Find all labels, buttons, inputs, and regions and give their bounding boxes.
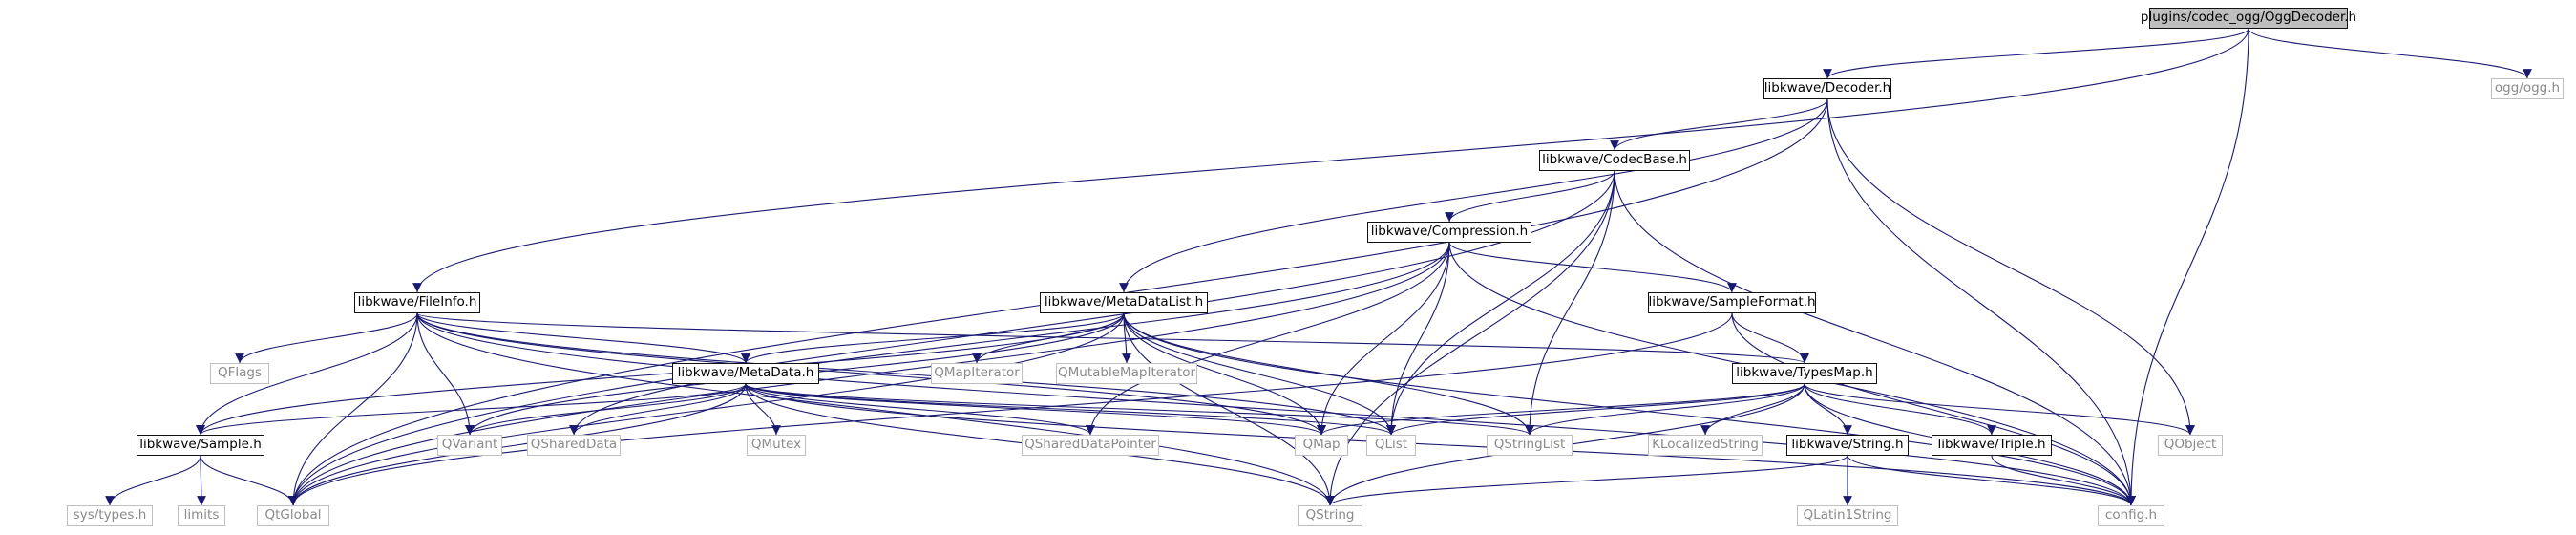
- node-qshareddata[interactable]: QSharedData: [527, 435, 621, 456]
- edge-typesmap-to-string: [1804, 383, 1852, 436]
- edge-compression-to-qshareddata: [569, 242, 1450, 436]
- node-limits[interactable]: limits: [178, 505, 225, 526]
- edge-metadatalist-to-config: [1123, 312, 2136, 506]
- edge-metadata-to-sample: [196, 383, 747, 436]
- edge-metadata-to-qmap: [745, 383, 1326, 436]
- edge-sampleformat-to-typesmap: [1731, 312, 1809, 364]
- edge-typesmap-to-qstringlist: [1525, 383, 1805, 436]
- edge-typesmap-to-klocalizedstring: [1700, 383, 1805, 436]
- edge-fileinfo-to-qmap: [416, 312, 1326, 436]
- edge-typesmap-to-qmap: [1317, 383, 1805, 436]
- node-typesmap-h[interactable]: libkwave/TypesMap.h: [1732, 363, 1877, 384]
- edge-decoder-to-config: [1826, 98, 2136, 506]
- edge-codecbase-to-qtglobal: [288, 170, 1615, 506]
- node-qmutablemapiterator[interactable]: QMutableMapIterator: [1056, 363, 1197, 384]
- edge-decoder-to-codecbase: [1610, 98, 1828, 151]
- edge-compression-to-qmap: [1317, 242, 1450, 436]
- node-config-h[interactable]: config.h: [2098, 505, 2164, 526]
- edge-sample-to-systypes: [105, 455, 201, 506]
- edge-metadata-to-qstringlist: [745, 383, 1534, 436]
- node-sampleformat-h[interactable]: libkwave/SampleFormat.h: [1648, 292, 1816, 313]
- edge-typesmap-to-qobject: [1804, 383, 2195, 436]
- edge-fileinfo-to-qvariant: [416, 312, 475, 436]
- edge-metadata-to-qlist: [745, 383, 1396, 436]
- node-qobject[interactable]: QObject: [2158, 435, 2223, 456]
- edge-string-to-qstring: [1325, 455, 1848, 506]
- edge-sampleformat-to-qtglobal: [288, 312, 1733, 506]
- edge-fileinfo-to-typesmap: [416, 312, 1809, 364]
- node-ogg-ogg-h[interactable]: ogg/ogg.h: [2491, 78, 2564, 99]
- node-oggdecoder-h[interactable]: plugins/codec_ogg/OggDecoder.h: [2141, 8, 2356, 29]
- edge-metadatalist-to-sample: [196, 312, 1125, 436]
- edge-compression-to-qlist: [1386, 242, 1450, 436]
- node-qvariant[interactable]: QVariant: [437, 435, 502, 456]
- edge-metadatalist-to-qlist: [1123, 312, 1396, 436]
- edge-typesmap-to-qlist: [1386, 383, 1805, 436]
- edge-fileinfo-to-qstring: [416, 312, 1335, 506]
- edge-ogg-to-config: [2126, 28, 2249, 506]
- edge-ogg-to-ogg_h: [2248, 28, 2532, 79]
- edge-decoder-to-qobject: [1826, 98, 2195, 436]
- edge-metadata-to-qshareddatapointer: [745, 383, 1095, 436]
- edge-metadata-to-config: [745, 383, 2136, 506]
- edge-metadata-to-qtglobal: [288, 383, 747, 506]
- node-qstring[interactable]: QString: [1298, 505, 1362, 526]
- node-qstringlist[interactable]: QStringList: [1487, 435, 1573, 456]
- edge-codecbase-to-config: [1614, 170, 2136, 506]
- edge-string-to-config: [1847, 455, 2136, 506]
- edge-metadata-to-qmutex: [745, 383, 781, 436]
- node-metadatalist-h[interactable]: libkwave/MetaDataList.h: [1040, 292, 1208, 313]
- edge-codecbase-to-compression: [1445, 170, 1615, 223]
- edge-metadata-to-qshareddata: [569, 383, 747, 436]
- node-klocalizedstring[interactable]: KLocalizedString: [1648, 435, 1763, 456]
- node-sample-h[interactable]: libkwave/Sample.h: [137, 435, 264, 456]
- node-qmutex[interactable]: QMutex: [747, 435, 806, 456]
- node-qlist[interactable]: QList: [1366, 435, 1416, 456]
- edge-metadatalist-to-qstring: [1123, 312, 1335, 506]
- node-qmapiterator[interactable]: QMapIterator: [931, 363, 1023, 384]
- edge-decoder-to-metadatalist: [1119, 98, 1828, 293]
- edge-typesmap-to-triple: [1804, 383, 1996, 436]
- edge-metadatalist-to-qstringlist: [1123, 312, 1534, 436]
- node-compression-h[interactable]: libkwave/Compression.h: [1367, 222, 1531, 243]
- edge-fileinfo-to-qtglobal: [288, 312, 418, 506]
- node-qtglobal[interactable]: QtGlobal: [257, 505, 329, 526]
- node-qflags[interactable]: QFlags: [210, 363, 269, 384]
- edge-ogg-to-fileinfo: [412, 28, 2249, 293]
- node-triple-h[interactable]: libkwave/Triple.h: [1932, 435, 2052, 456]
- edge-fileinfo-to-config: [416, 312, 2136, 506]
- edge-metadata-to-qvariant: [465, 383, 747, 436]
- edge-codecbase-to-qstringlist: [1525, 170, 1615, 436]
- edge-ogg-to-decoder: [1823, 28, 2249, 79]
- edge-fileinfo-to-sample: [196, 312, 418, 436]
- node-qmap[interactable]: QMap: [1295, 435, 1348, 456]
- edge-triple-to-config: [1991, 455, 2136, 506]
- edge-sample-to-qtglobal: [200, 455, 298, 506]
- node-fileinfo-h[interactable]: libkwave/FileInfo.h: [354, 292, 480, 313]
- node-codecbase-h[interactable]: libkwave/CodecBase.h: [1539, 150, 1690, 171]
- edge-fileinfo-to-qlist: [416, 312, 1396, 436]
- node-decoder-h[interactable]: libkwave/Decoder.h: [1763, 78, 1891, 99]
- edge-compression-to-sampleformat: [1448, 242, 1737, 293]
- node-qshareddatapointer[interactable]: QSharedDataPointer: [1022, 435, 1159, 456]
- edge-codecbase-to-qlist: [1386, 170, 1615, 436]
- node-metadata-h[interactable]: libkwave/MetaData.h: [672, 363, 819, 384]
- node-string-h[interactable]: libkwave/String.h: [1786, 435, 1909, 456]
- edge-fileinfo-to-metadata: [416, 312, 750, 364]
- edge-sampleformat-to-config: [1731, 312, 2136, 506]
- node-qlatin1string[interactable]: QLatin1String: [1797, 505, 1898, 526]
- edge-metadatalist-to-metadata: [741, 312, 1125, 364]
- node-sys-types-h[interactable]: sys/types.h: [67, 505, 153, 526]
- edge-fileinfo-to-qflags: [235, 312, 418, 364]
